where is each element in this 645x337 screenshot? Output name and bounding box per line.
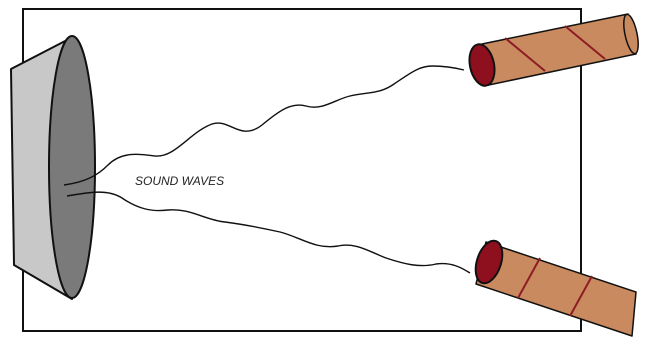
- upper-tube: [468, 13, 639, 87]
- upper-tube-rim: [623, 13, 639, 55]
- upper-tube-body: [481, 13, 637, 87]
- upper-tube-stripe-1: [504, 37, 546, 72]
- lower-tube: [474, 239, 637, 337]
- upper-tube-opening: [468, 43, 496, 87]
- lower-tube-stripe-1: [517, 257, 541, 299]
- lower-tube-opening: [474, 239, 504, 285]
- speaker: [10, 35, 96, 300]
- sound-waves-label: SOUND WAVES: [135, 174, 224, 188]
- sound-wave-upper: [63, 65, 465, 186]
- upper-tube-stripe-2: [564, 25, 606, 60]
- sound-waves: [63, 65, 471, 274]
- speaker-face: [48, 35, 96, 299]
- lower-tube-stripe-2: [569, 275, 593, 317]
- sound-wave-lower: [66, 191, 471, 274]
